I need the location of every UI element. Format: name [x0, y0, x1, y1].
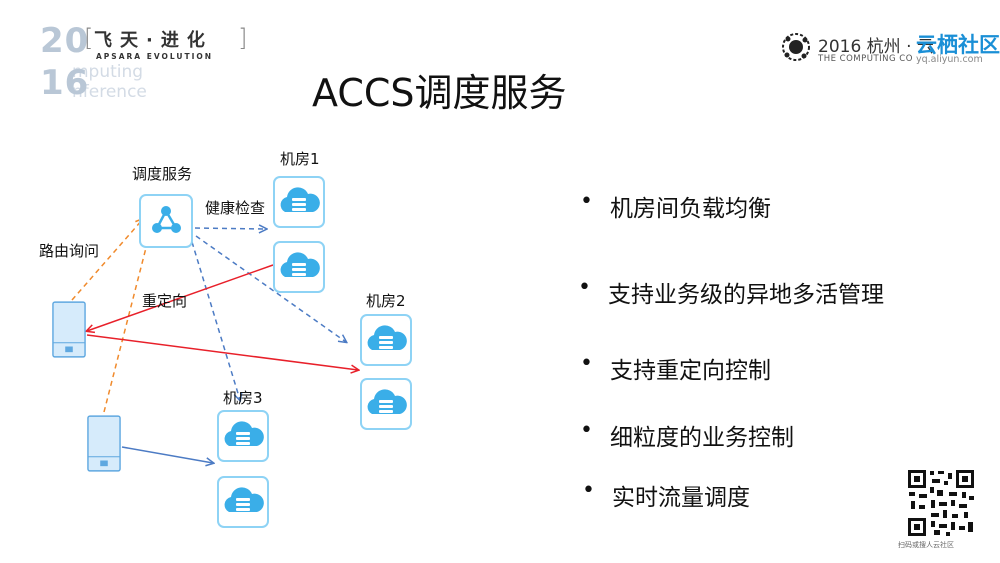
room1-server-cloud-icon-a: [273, 176, 325, 228]
health-check-label: 健康检查: [205, 199, 266, 217]
scheduler-node: [139, 194, 193, 248]
network-globe-icon: [782, 33, 810, 61]
bullet-dot: •: [582, 478, 595, 503]
route-query-label: 路由询问: [39, 242, 100, 260]
logo-brand: 云栖社区: [916, 33, 1000, 57]
room2-server-cloud-icon-b: [360, 378, 412, 430]
bullet-dot: •: [580, 351, 593, 376]
connect-room3-arrow: [121, 446, 213, 463]
logo-bracket-left: [: [84, 24, 94, 52]
bullet-dot: •: [580, 189, 593, 214]
logo-year-city: 2016 杭州 · 云: [818, 37, 934, 57]
community-logo: 2016 杭州 · 云 云栖社区 THE COMPUTING CO yq.ali…: [778, 28, 1000, 72]
room3-label: 机房3: [223, 389, 263, 407]
scheduler-label: 调度服务: [132, 165, 193, 183]
room1-server-cloud-icon-b: [273, 241, 325, 293]
room3-server-cloud-icon-b: [217, 476, 269, 528]
room2-server-cloud-icon-a: [360, 314, 412, 366]
route-query-arrow-b: [103, 240, 148, 413]
redirect-arrow: [87, 264, 274, 331]
qr-code-icon: [906, 468, 976, 538]
logo-ghost-line2: nference: [72, 82, 147, 102]
page-title: ACCS调度服务: [312, 71, 567, 115]
redirect-label: 重定向: [142, 292, 188, 310]
health-check-arrow-room2: [195, 235, 346, 342]
logo-bracket-right: ]: [238, 24, 248, 52]
room3-server-cloud-icon-a: [217, 410, 269, 462]
connect-room2-arrow: [86, 334, 358, 370]
logo-url: yq.aliyun.com: [916, 54, 983, 65]
bullet-text: 支持业务级的异地多活管理: [608, 282, 884, 308]
qr-caption: 扫码或搜人云社区: [898, 541, 954, 549]
bullet-text: 机房间负载均衡: [610, 196, 771, 222]
share-nodes-icon: [152, 206, 181, 233]
room1-label: 机房1: [280, 150, 320, 168]
logo-ghost-line1: mputing: [72, 62, 144, 82]
logo-en-text: APSARA EVOLUTION: [96, 52, 214, 61]
client-phone-icon-a: [52, 301, 86, 358]
bullet-dot: •: [578, 275, 591, 300]
conference-logo: mputing nference 20 16 [ 飞天·进化 ] APSARA …: [38, 22, 268, 102]
health-check-arrow-room3: [191, 241, 240, 400]
bullet-text: 实时流量调度: [612, 485, 750, 511]
logo-subtitle: THE COMPUTING CO: [818, 54, 913, 64]
logo-cn-text: 飞天·进化: [94, 30, 213, 51]
logo-year-top: 20: [40, 21, 90, 61]
logo-year-bottom: 16: [40, 63, 90, 103]
bullet-dot: •: [580, 418, 593, 443]
health-check-arrow-room1: [194, 228, 266, 229]
room2-label: 机房2: [366, 292, 406, 310]
bullet-text: 支持重定向控制: [610, 358, 771, 384]
bullet-text: 细粒度的业务控制: [610, 425, 794, 451]
client-phone-icon-b: [87, 415, 121, 472]
